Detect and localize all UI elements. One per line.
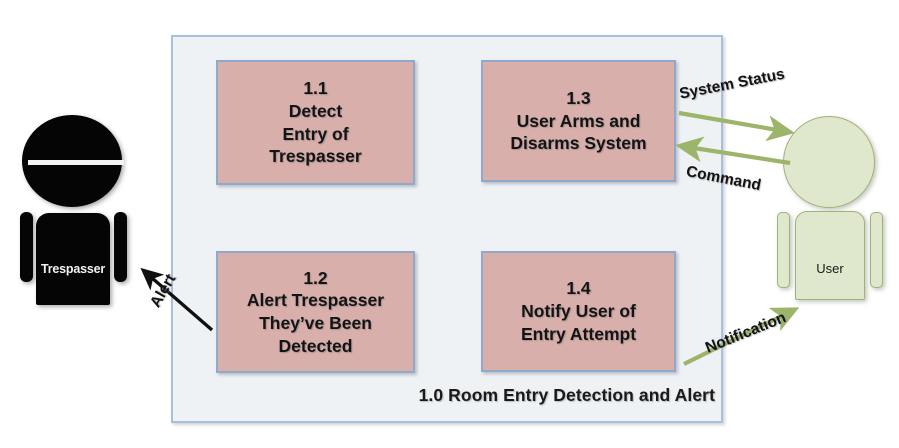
process-label-line: Entry of [282,123,349,144]
process-number: 1.2 [303,267,328,288]
process-label-line: They’ve Been [259,313,372,333]
actor-arm-right-icon [114,212,127,282]
process-label-line: Trespasser [269,146,362,167]
process-number: 1.3 [566,87,591,108]
actor-arm-right-icon [870,212,883,288]
process-box-1-4[interactable]: 1.4 Notify User of Entry Attempt [481,251,676,372]
process-label-line: Notify User of [521,301,636,322]
process-label-line: Alert Trespasser [246,290,385,311]
process-label-line: Detect [288,100,343,121]
process-number: 1.4 [566,278,591,299]
actor-arm-left-icon [20,212,33,282]
actor-visor-icon [28,160,124,165]
actor-label: User [816,261,844,276]
process-label-line: Entry Attempt [520,323,637,344]
process-label-line: Disarms System [510,133,647,154]
actor-head-icon [783,116,875,208]
process-box-1-2[interactable]: 1.2 Alert Trespasser They’ve Been Detect… [216,251,415,373]
process-label-line: Detected [278,335,353,356]
process-number: 1.1 [303,78,328,98]
process-box-1-1[interactable]: 1.1 Detect Entry of Trespasser [216,60,415,185]
actor-arm-left-icon [777,212,790,288]
actor-body-icon: User [795,211,865,300]
actor-label: Trespasser [40,262,106,276]
process-box-1-3[interactable]: 1.3 User Arms and Disarms System [481,60,676,182]
actor-user[interactable]: User [775,114,887,306]
actor-head-icon [22,115,124,207]
actor-body-icon: Trespasser [36,213,110,305]
process-label-line: User Arms and [516,110,641,131]
system-caption: 1.0 Room Entry Detection and Alert [418,385,715,405]
actor-trespasser[interactable]: Trespasser [18,112,133,312]
